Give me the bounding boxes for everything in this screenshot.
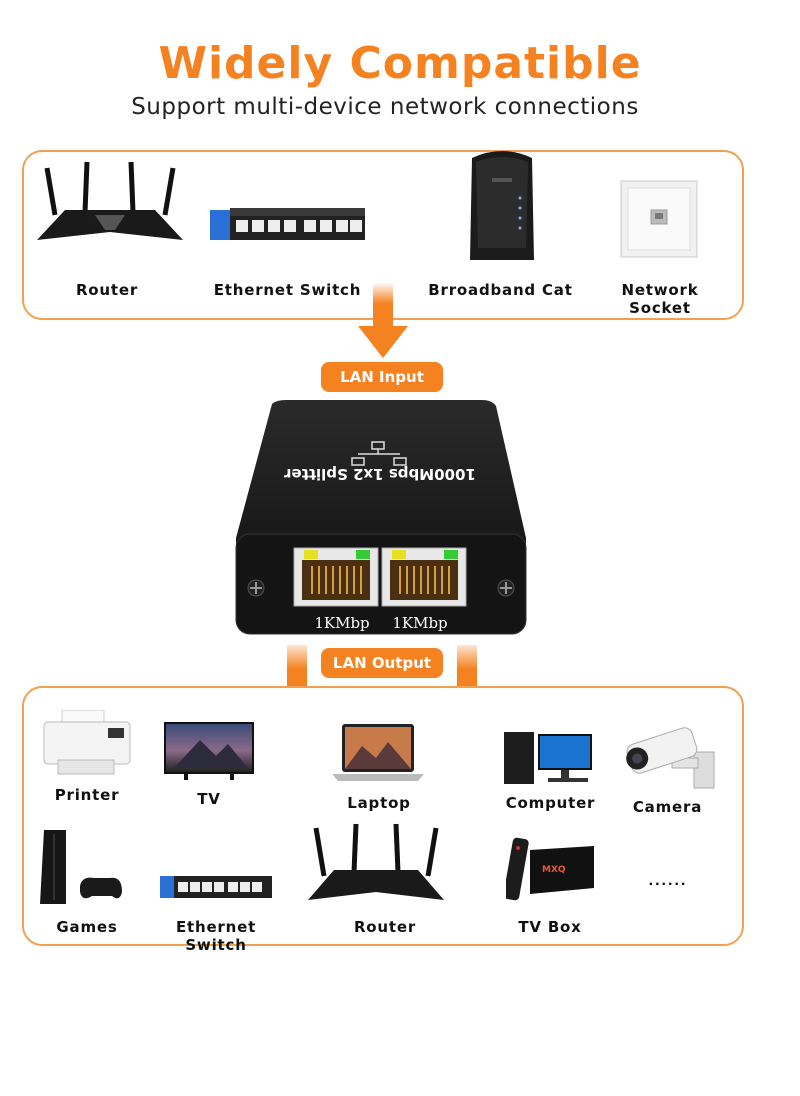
input-label-router: Router: [75, 281, 139, 299]
lan-input-badge: LAN Input: [321, 362, 443, 392]
output-label-computer: Computer: [505, 794, 596, 812]
broadband-modem-icon: [470, 151, 534, 260]
splitter-model-text: 1000Mbps 1x2 Splitter: [284, 465, 476, 483]
svg-text:MXQ: MXQ: [542, 865, 566, 875]
computer-icon: [504, 732, 592, 784]
camera-icon: [626, 727, 715, 789]
output-label-router: Router: [353, 918, 417, 936]
input-label-network-socket: Network Socket: [621, 281, 699, 317]
output-label-laptop: Laptop: [347, 794, 411, 812]
output-label-printer: Printer: [54, 786, 120, 804]
game-console-icon: [40, 830, 122, 904]
printer-icon: [43, 710, 131, 775]
router-icon: [308, 823, 444, 900]
network-socket-icon: [620, 180, 698, 258]
tv-icon: [164, 722, 254, 780]
lan-output-badge: LAN Output: [321, 648, 443, 678]
output-label-games: Games: [56, 918, 118, 936]
input-label-ethernet-switch: Ethernet Switch: [213, 281, 362, 299]
port1-label: 1KMbp: [314, 614, 370, 632]
screw-icon: [247, 579, 515, 597]
output-label-ethernet-switch: Ethernet Switch: [175, 918, 257, 954]
tv-box-icon: MXQ: [506, 837, 594, 901]
ethernet-switch-icon: [210, 208, 365, 240]
input-arrow-icon: [358, 282, 408, 358]
output-label-tv-box: TV Box: [518, 918, 582, 936]
page-title: Widely Compatible: [158, 38, 642, 89]
input-label-broadband: Brroadband Cat: [428, 281, 573, 299]
port2-label: 1KMbp: [392, 614, 448, 632]
output-label-tv: TV: [197, 790, 221, 808]
page-subtitle: Support multi-device network connections: [131, 94, 639, 120]
router-icon: [37, 161, 183, 240]
more-devices-ellipsis: ......: [648, 872, 688, 889]
ethernet-switch-icon: [160, 876, 272, 898]
output-label-camera: Camera: [632, 798, 703, 816]
laptop-icon: [332, 724, 424, 781]
splitter-device: [235, 400, 527, 635]
